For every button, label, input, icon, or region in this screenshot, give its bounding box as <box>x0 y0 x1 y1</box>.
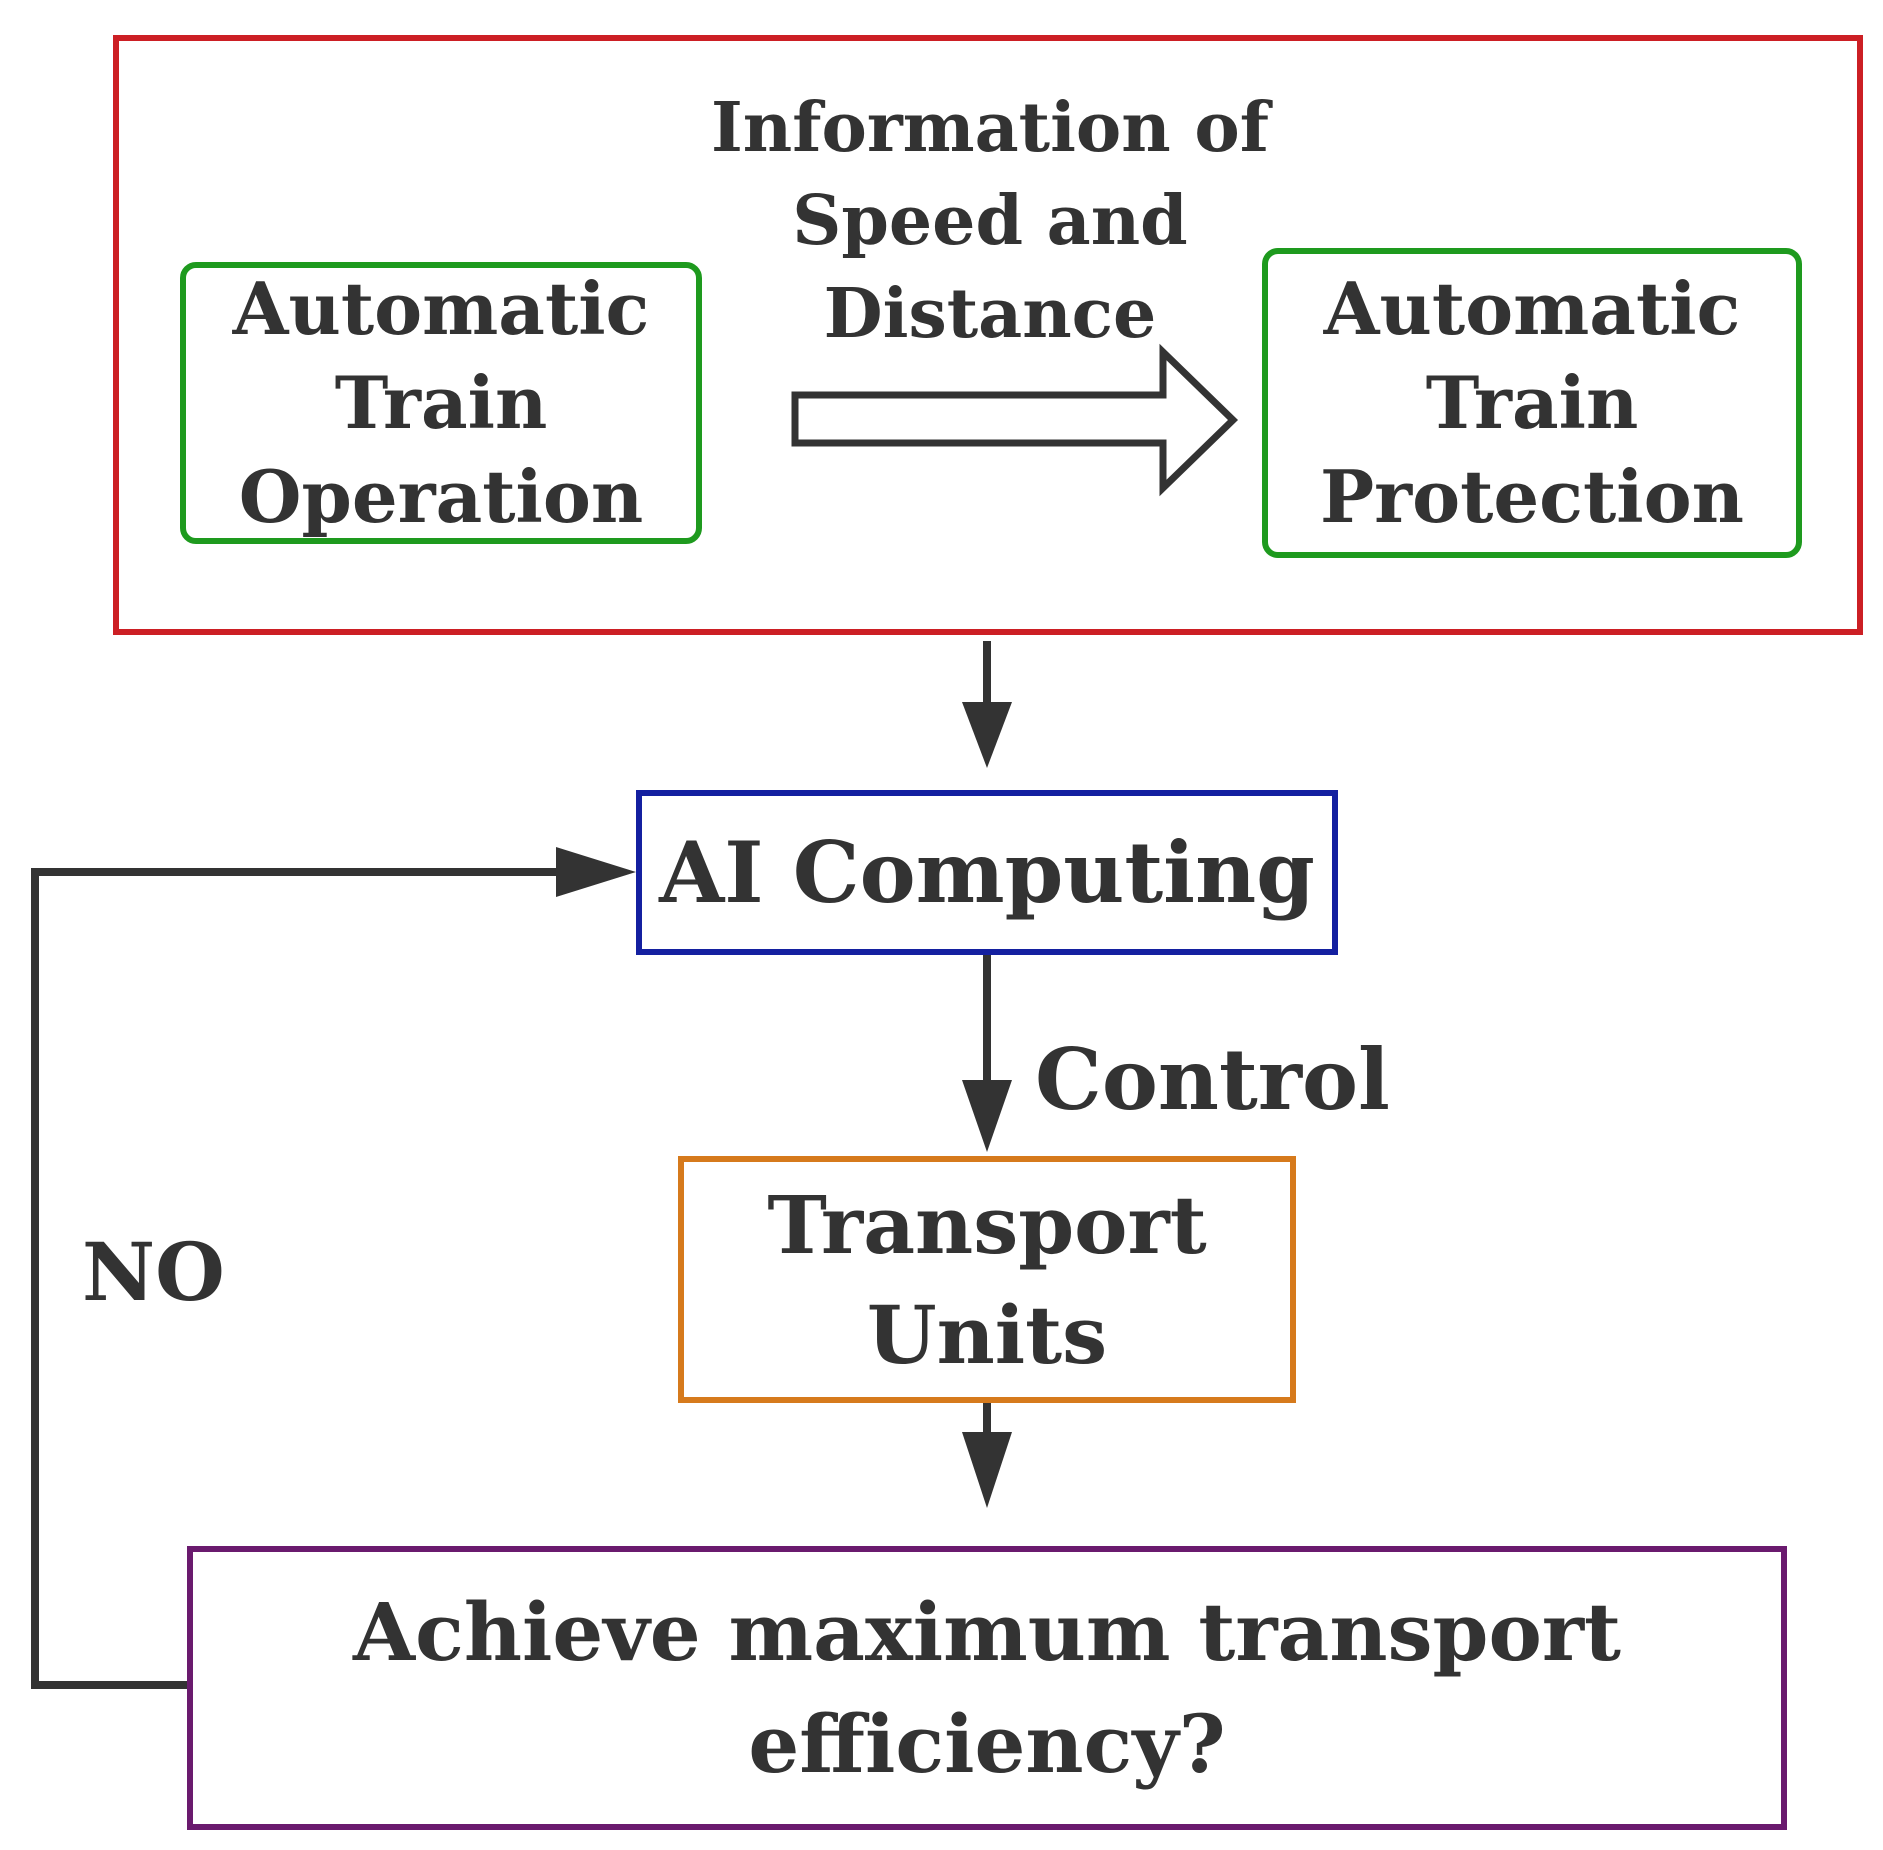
arrow-transport-to-efficiency-head <box>962 1432 1012 1508</box>
transport-units-node: Transport Units <box>678 1156 1296 1403</box>
ato-node: Automatic Train Operation <box>180 262 702 544</box>
no-label: NO <box>82 1225 225 1319</box>
arrow-no-loop-head <box>556 847 636 897</box>
info-block-arrow <box>791 343 1239 497</box>
arrow-outer-to-ai-head <box>962 702 1012 768</box>
control-label: Control <box>1035 1030 1390 1129</box>
arrow-ai-to-transport-head <box>962 1080 1012 1152</box>
arrow-no-loop-line <box>31 868 568 1689</box>
atp-node: Automatic Train Protection <box>1262 248 1802 558</box>
efficiency-decision-node: Achieve maximum transport efficiency? <box>187 1546 1787 1830</box>
info-speed-distance-label: Information of Speed and Distance <box>710 88 1269 354</box>
ato-atp-group-box <box>113 35 1863 635</box>
ai-computing-node: AI Computing <box>636 790 1338 955</box>
